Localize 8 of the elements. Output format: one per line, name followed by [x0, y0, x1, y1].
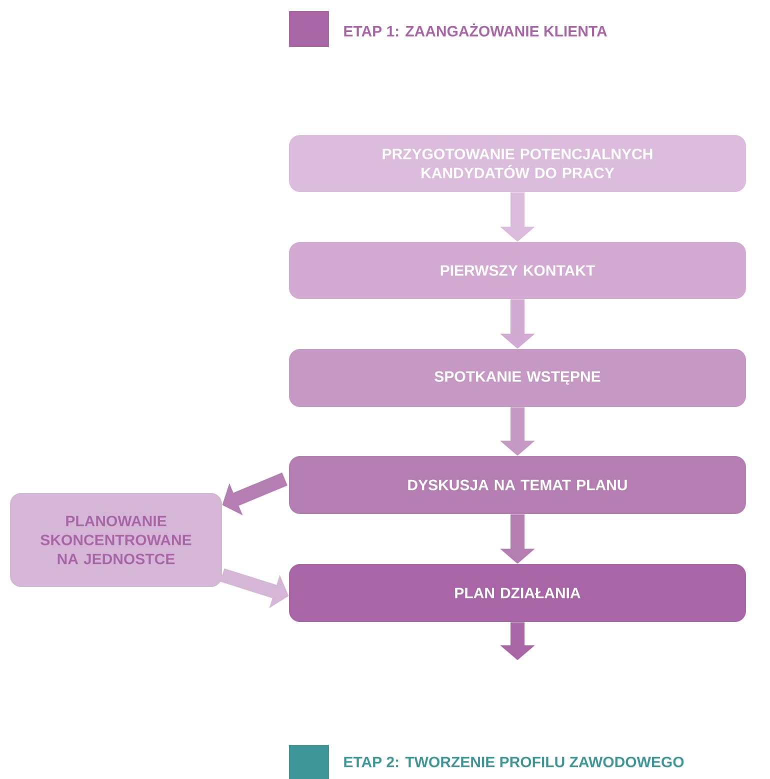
- process-box: SPOTKANIE WSTĘPNE: [289, 349, 746, 407]
- legend-label: ETAP 1: ZAANGAŻOWANIE KLIENTA: [344, 24, 607, 36]
- process-box: DYSKUSJA NA TEMAT PLANU: [289, 456, 746, 514]
- process-box: PLAN DZIAŁANIA: [289, 564, 746, 622]
- process-box: PIERWSZY KONTAKT: [289, 242, 746, 299]
- process-box: PRZYGOTOWANIE POTENCJALNYCH KANDYDATÓW DO PRACY: [289, 135, 746, 192]
- side-box: PLANOWANIE SKONCENTROWANE NA JEDNOSTCE: [10, 493, 222, 587]
- legend-label: ETAP 2: TWORZENIE PROFILU ZAWODOWEGO: [344, 756, 684, 768]
